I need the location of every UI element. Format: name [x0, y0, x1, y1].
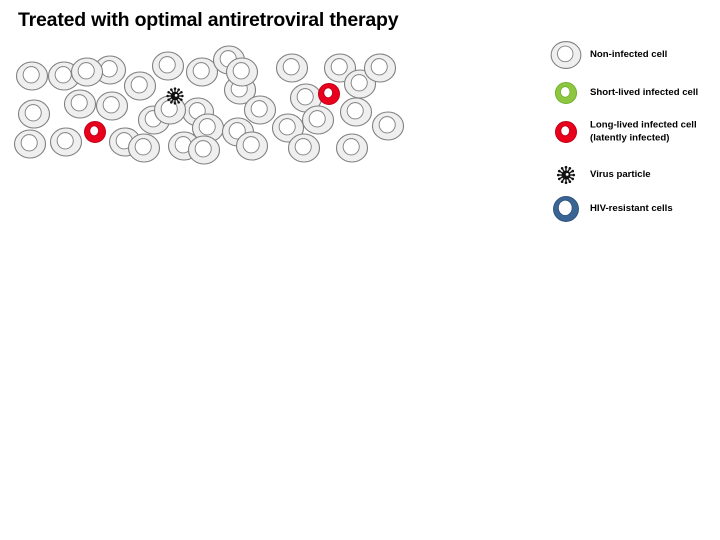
cell-non-infected	[49, 127, 83, 157]
cell-non-infected	[123, 71, 157, 101]
virus-particle-icon	[542, 156, 590, 194]
cells-layer	[13, 45, 405, 165]
cell-non-infected	[287, 133, 321, 163]
cell-non-infected	[275, 53, 309, 83]
legend-item-label: Non-infected cell	[590, 48, 668, 60]
legend-item-2: Long-lived infected cell(latently infect…	[536, 113, 720, 151]
legend-item-4: HIV-resistant cells	[536, 190, 720, 228]
cell-non-infected	[225, 57, 259, 87]
cell-non-infected	[363, 53, 397, 83]
cell-non-infected	[151, 51, 185, 81]
cell-non-infected	[70, 57, 104, 87]
legend-item-label: Virus particle	[590, 168, 651, 180]
cell-non-infected	[185, 57, 219, 87]
cell-non-infected	[271, 113, 305, 143]
legend-item-1: Short-lived infected cell	[536, 74, 720, 112]
cell-non-infected	[63, 89, 97, 119]
cell-non-infected	[235, 131, 269, 161]
cell-non-infected	[13, 129, 47, 159]
legend-item-0: Non-infected cell	[536, 36, 720, 74]
cell-long-lived	[84, 121, 106, 143]
legend-item-label: Long-lived infected cell(latently infect…	[590, 119, 697, 144]
non-infected-cell-icon	[542, 36, 590, 74]
cell-non-infected	[335, 133, 369, 163]
cell-non-infected	[371, 111, 405, 141]
legend-item-label: Short-lived infected cell	[590, 86, 699, 98]
cell-non-infected	[17, 99, 51, 129]
cell-non-infected	[127, 133, 161, 163]
cell-long-lived	[318, 83, 340, 105]
cell-non-infected	[550, 41, 582, 69]
cell-non-infected	[339, 97, 373, 127]
cell-non-infected	[15, 61, 49, 91]
cell-population-svg	[13, 45, 405, 165]
long-lived-cell-icon	[542, 113, 590, 151]
cell-hiv-resistant	[553, 196, 579, 222]
cell-non-infected	[289, 83, 323, 113]
cell-non-infected	[187, 135, 221, 165]
cell-non-infected	[243, 95, 277, 125]
page-title: Treated with optimal antiretroviral ther…	[18, 9, 399, 31]
cell-non-infected	[95, 91, 129, 121]
short-lived-cell-icon	[542, 74, 590, 112]
cell-short-lived	[554, 81, 578, 105]
virus-particle	[556, 165, 576, 185]
cell-long-lived	[555, 121, 577, 143]
cell-non-infected	[301, 105, 335, 135]
legend-item-3: Virus particle	[536, 156, 720, 194]
cell-population-diagram	[0, 40, 520, 170]
virus-particle	[166, 87, 184, 105]
cell-non-infected	[191, 113, 225, 143]
hiv-resistant-cell-icon	[542, 190, 590, 228]
legend-item-label: HIV-resistant cells	[590, 202, 673, 214]
